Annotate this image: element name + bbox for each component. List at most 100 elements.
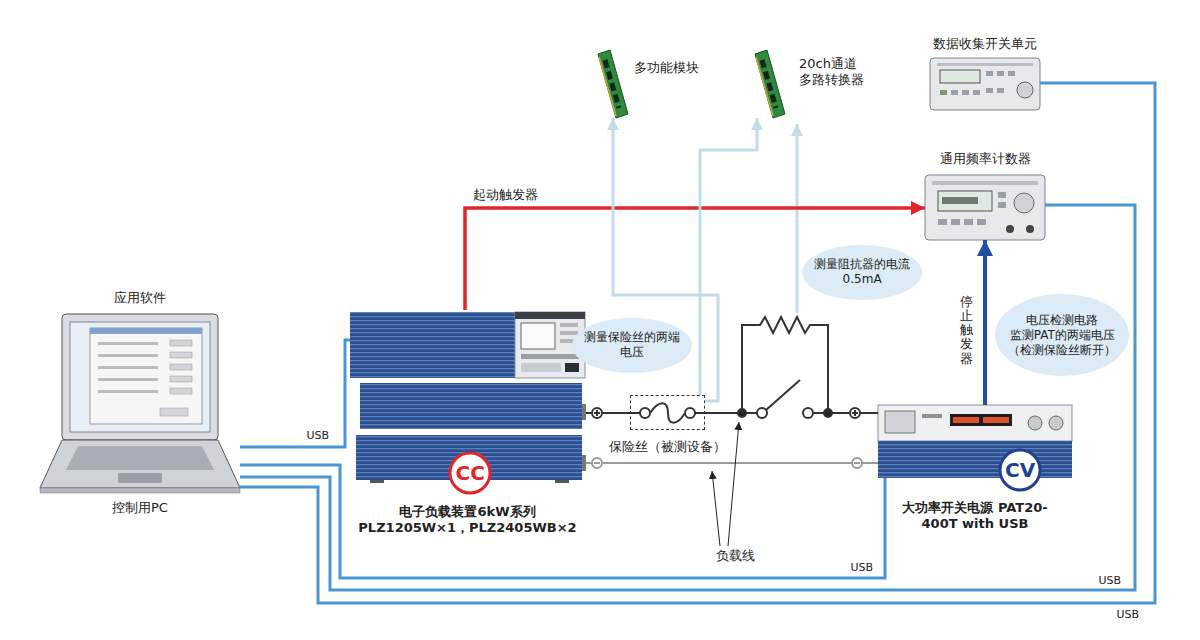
node-label: CV [1005, 459, 1035, 481]
frequency-counter-illustration [1026, 225, 1034, 233]
current-measure-line [796, 124, 799, 313]
callout-bubble: 测量阻抗器的电流 0.5mA [801, 244, 923, 301]
annotation-label: 负载线 [714, 548, 757, 564]
control-pc: 应用软件控制用PC [40, 312, 240, 490]
leader-line [712, 471, 720, 546]
electronic-load-illustration [521, 363, 561, 372]
node-label: 数据收集开关单元 [933, 36, 1037, 52]
edge-label: 起动触发器 [471, 187, 540, 203]
mode-badge: CV [998, 448, 1042, 492]
laptop-illustration [170, 388, 192, 394]
electronic-load-illustration [582, 455, 586, 471]
laptop-illustration [62, 314, 218, 440]
frequency-counter-illustration [1014, 193, 1034, 213]
electronic-load-illustration [565, 363, 579, 372]
laptop-illustration [66, 446, 214, 470]
frequency-counter-illustration [942, 197, 978, 204]
laptop-illustration [170, 352, 192, 358]
laptop-illustration [98, 378, 158, 381]
data-acquisition-illustration [937, 63, 1033, 66]
frequency-counter-illustration [938, 191, 992, 211]
positive-load-wire [602, 412, 640, 414]
badge-outline [450, 453, 490, 493]
negative-load-wire [594, 462, 600, 464]
laptop-illustration [170, 340, 192, 346]
negative-load-wire [854, 462, 860, 464]
usb-cable [240, 340, 350, 447]
power-supply-illustration [1049, 416, 1063, 430]
electronic-load-illustration [560, 331, 578, 335]
frequency-counter-illustration [977, 219, 986, 225]
dc-power-supply: 大功率开关电源 PAT20-400T with USBCV [878, 405, 1072, 478]
power-supply-illustration [950, 414, 1012, 426]
frequency-counter-illustration [998, 202, 1006, 208]
positive-load-wire [596, 410, 598, 416]
negative-load-wire [862, 462, 878, 464]
module-card [755, 50, 785, 118]
usb-cable [240, 205, 1135, 590]
positive-load-wire [685, 408, 695, 418]
callout-bubble: 测量保险丝的两端电压 [571, 317, 693, 374]
node-label: 多功能模块 [634, 60, 699, 76]
module-card [599, 57, 616, 116]
laptop-illustration [170, 364, 192, 370]
data-acquisition-illustration [1017, 82, 1033, 98]
electronic-load: 电子负载装置6kW系列 PLZ1205W×1，PLZ2405WB×2CC [350, 310, 585, 482]
bubble-outline [571, 317, 693, 374]
module-card [598, 50, 628, 118]
electronic-load-illustration [521, 323, 555, 349]
frequency-counter-illustration [998, 192, 1006, 198]
usb-cable [240, 465, 885, 578]
node-label: 通用频率计数器 [940, 151, 1031, 167]
edge-label: 停止触发器 [960, 295, 973, 366]
module-card [755, 50, 785, 118]
multiplexer-module: 20ch通道 多路转换器 [755, 50, 785, 118]
node-label: CC [456, 462, 485, 484]
laptop-illustration [98, 342, 158, 345]
resistor-symbol [742, 317, 828, 413]
data-acquisition-illustration [930, 58, 1040, 110]
laptop-illustration [40, 440, 240, 488]
edge-label: USB [1115, 608, 1142, 621]
data-acquisition-illustration [940, 90, 947, 95]
data-acquisition-illustration [1008, 71, 1015, 76]
frequency-counter-illustration [938, 219, 947, 225]
laptop-illustration [90, 328, 202, 334]
positive-load-wire [803, 408, 813, 418]
power-supply-illustration [953, 417, 979, 423]
edge-label: USB [849, 561, 876, 574]
positive-load-wire [850, 408, 860, 418]
node-label: 大功率开关电源 PAT20-400T with USB [896, 500, 1055, 533]
power-supply-illustration [885, 411, 915, 433]
negative-load-wire [602, 462, 852, 464]
power-supply-illustration [1028, 416, 1042, 430]
bubble-outline [801, 244, 923, 301]
edge-label: USB [305, 429, 332, 442]
data-acquisition-illustration [997, 88, 1004, 93]
frequency-counter-illustration [951, 219, 960, 225]
frequency-counter-illustration [932, 181, 1038, 185]
module-card [756, 57, 773, 116]
frequency-counter-illustration [925, 175, 1045, 240]
frequency-counter-illustration [1006, 225, 1014, 233]
node-label: 保险丝（被测设备） [609, 439, 726, 455]
laptop-illustration [170, 376, 192, 382]
data-acquisition-illustration [973, 90, 980, 95]
node-label: 20ch通道 多路转换器 [799, 56, 867, 89]
positive-load-wire [640, 408, 650, 418]
data-acquisition-illustration [930, 58, 1040, 110]
negative-load-wire [592, 458, 602, 468]
data-acquisition-illustration [940, 70, 980, 83]
electronic-load-illustration [360, 383, 582, 429]
power-supply-illustration [922, 414, 942, 418]
power-supply-illustration [878, 405, 1072, 478]
callout-bubble: 电压检测电路 监测PAT的两端电压 （检测保险丝断开） [994, 293, 1130, 377]
data-acquisition-illustration [986, 71, 993, 76]
laptop-illustration [118, 473, 162, 483]
stop-trigger-arrow [983, 240, 987, 405]
laptop-illustration [98, 366, 158, 369]
electronic-load-illustration [560, 323, 578, 327]
bubble-outline [572, 318, 692, 373]
power-supply-illustration [878, 441, 1072, 478]
negative-load-wire [852, 458, 862, 468]
